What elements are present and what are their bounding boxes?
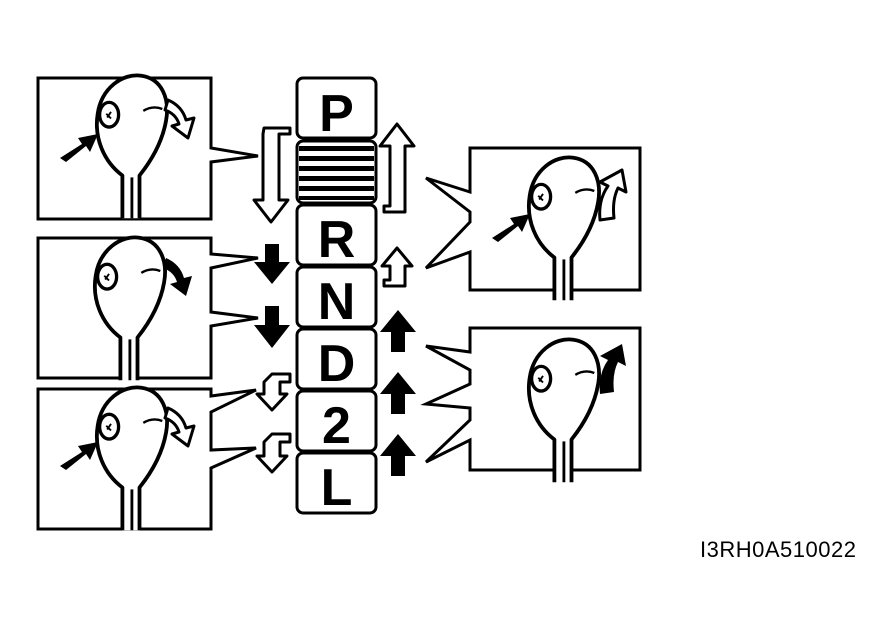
hollow-down-arrow-d2 <box>255 372 292 412</box>
gear-n: N <box>318 273 356 331</box>
solid-down-arrow-2 <box>254 306 290 348</box>
callout-right-1 <box>424 146 642 303</box>
solid-curve-up-arrow <box>599 344 626 394</box>
callout-right-2 <box>420 326 642 485</box>
gear-r: R <box>318 211 356 269</box>
hollow-down-arrow-2l <box>255 432 292 474</box>
callout-left-2 <box>36 235 259 383</box>
hollow-down-arrow-long <box>252 126 292 224</box>
gear-l: L <box>321 459 353 517</box>
solid-down-arrow-1 <box>254 244 290 284</box>
hollow-up-arrow-long <box>378 122 416 214</box>
gear-p: P <box>319 85 354 143</box>
gear-2: 2 <box>322 397 351 455</box>
callout-left-1 <box>36 73 259 221</box>
hollow-up-arrow-nr <box>380 246 414 288</box>
solid-up-arrow-l2 <box>380 434 416 476</box>
figure-code: I3RH0A510022 <box>700 537 857 562</box>
hollow-curve-up-arrow <box>598 168 628 222</box>
gear-column: P R N D 2 L <box>295 76 378 517</box>
hollow-curve-arrow <box>163 98 196 140</box>
lock-block <box>295 139 378 205</box>
gear-d: D <box>318 335 356 393</box>
callout-left-3 <box>36 385 257 533</box>
solid-up-arrow-2d <box>380 372 416 414</box>
hollow-curve-arrow-3 <box>163 406 196 448</box>
solid-up-arrow-dn <box>380 310 416 352</box>
solid-curve-arrow <box>163 258 192 296</box>
